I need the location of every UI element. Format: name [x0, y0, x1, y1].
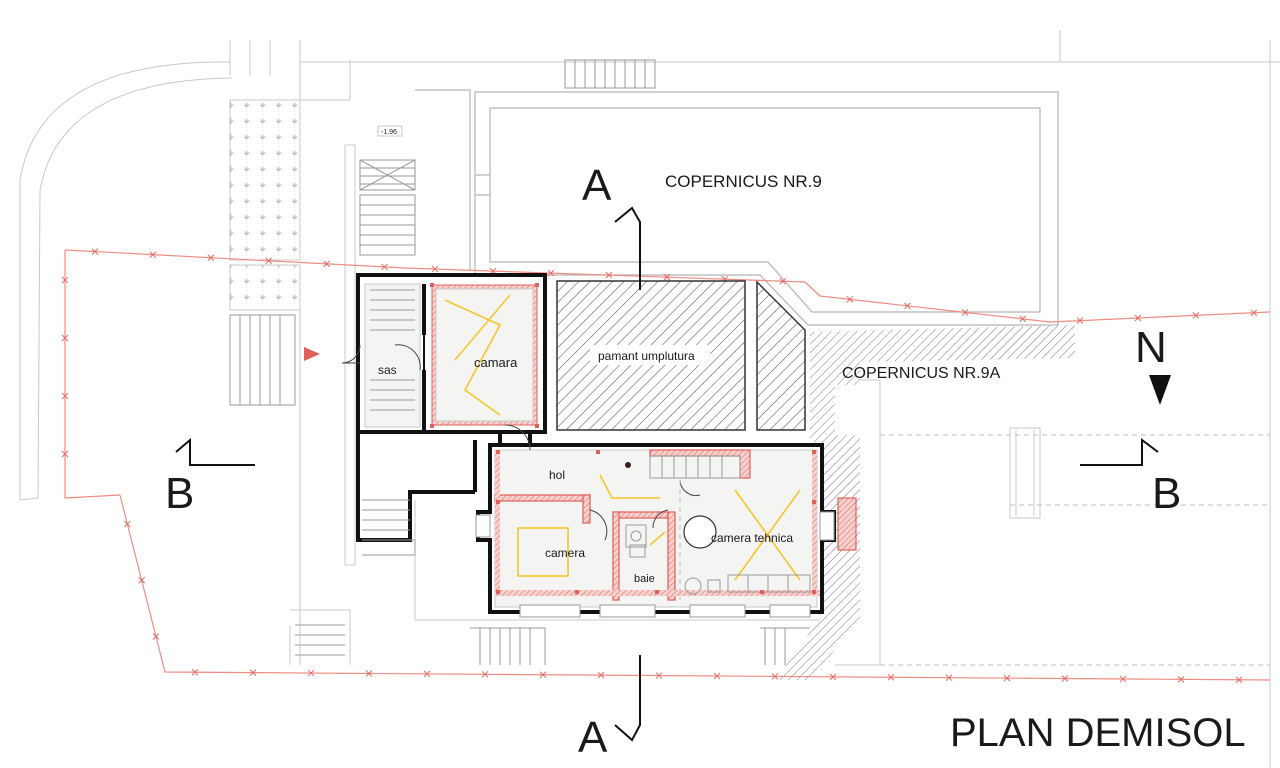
north-arrow: N	[1135, 323, 1171, 405]
boundary-x-mark	[1003, 674, 1011, 682]
boundary-x-mark	[138, 576, 146, 584]
section-b-label-right: B	[1152, 469, 1181, 518]
section-a-label-bottom: A	[578, 713, 608, 762]
boundary-x-mark	[61, 334, 69, 342]
boundary-x-mark	[1235, 676, 1243, 684]
boundary-x-mark	[597, 671, 605, 679]
section-b-left: B	[165, 437, 255, 518]
section-a-label-top: A	[582, 161, 612, 210]
sas-stair	[370, 289, 415, 411]
stair-hol	[625, 449, 751, 479]
context-lines: -1.96	[19, 30, 1280, 768]
room-label-fill: pamant umplutura	[598, 349, 695, 363]
section-b-label-left: B	[165, 469, 194, 518]
boundary-x-mark	[365, 670, 373, 677]
property-boundary	[61, 248, 1271, 684]
boundary-x-mark	[771, 673, 779, 680]
stair-top	[564, 59, 656, 89]
boundary-x-mark	[61, 450, 69, 458]
boundary-x-mark	[663, 273, 671, 281]
level-mark: -1.96	[381, 129, 397, 136]
upper-left-block: camara sas	[341, 273, 547, 434]
boundary-x-mark	[1177, 676, 1185, 683]
boundary-x-mark	[152, 633, 160, 640]
fill-areas: pamant umplutura	[556, 280, 806, 431]
boundary-x-mark	[191, 668, 199, 676]
neighbor-9a-wall: COPERNICUS NR.9A	[775, 325, 1075, 680]
boundary-x-mark	[539, 671, 547, 679]
boundary-x-mark	[829, 673, 837, 681]
boundary-x-mark	[846, 296, 854, 303]
boundary-x-mark	[1192, 312, 1200, 319]
room-label-hol: hol	[549, 468, 565, 482]
boundary-x-mark	[481, 670, 489, 678]
boundary-x-mark	[149, 251, 157, 259]
plan-title: PLAN DEMISOL	[950, 711, 1246, 755]
boundary-x-mark	[1134, 314, 1142, 322]
boundary-x-mark	[307, 669, 315, 677]
boundary-x-mark	[207, 254, 215, 262]
north-label: N	[1135, 323, 1167, 372]
stair-left-top	[359, 159, 416, 256]
boundary-x-mark	[1119, 675, 1127, 683]
room-label-camera-tehnica: camera tehnica	[711, 531, 793, 545]
room-label-camera: camera	[545, 546, 585, 560]
lower-left-structure	[356, 432, 477, 556]
section-a-bottom: A	[578, 655, 641, 762]
boundary-x-mark	[1076, 317, 1084, 324]
main-house: hol camera baie camera tehnica	[475, 424, 857, 618]
windows	[475, 511, 835, 618]
boundary-x-mark	[1061, 675, 1069, 682]
section-a-top: A	[582, 161, 641, 290]
boundary-x-mark	[249, 669, 257, 676]
boundary-x-mark	[713, 672, 721, 680]
north-arrow-icon	[1149, 375, 1171, 405]
boundary-x-mark	[124, 520, 131, 528]
boundary-x-mark	[945, 674, 953, 682]
boundary-x-mark	[779, 277, 787, 285]
room-label-baie: baie	[634, 573, 655, 585]
boundary-x-mark	[91, 248, 99, 255]
boundary-x-mark	[61, 392, 69, 400]
entry-arrow-icon	[304, 347, 320, 361]
boundary-x-mark	[655, 672, 663, 679]
section-b-right: B	[1080, 438, 1181, 518]
boundary-x-mark	[904, 302, 911, 310]
boundary-x-mark	[381, 263, 388, 271]
room-label-sas: sas	[378, 363, 397, 377]
boundary-x-mark	[1019, 315, 1027, 323]
building-copernicus-9: COPERNICUS NR.9	[474, 91, 1059, 326]
room-label-camara: camara	[474, 355, 518, 370]
boundary-x-mark	[961, 309, 969, 316]
boundary-x-mark	[323, 260, 330, 268]
boundary-x-mark	[431, 265, 439, 273]
boundary-x-mark	[61, 276, 69, 284]
boundary-x-mark	[605, 271, 613, 279]
boundary-x-mark	[547, 269, 555, 277]
boundary-x-mark	[887, 673, 895, 681]
outer-stair	[229, 314, 296, 406]
boundary-x-mark	[1250, 309, 1258, 317]
boundary-x-mark	[423, 670, 431, 678]
label-copernicus-9a: COPERNICUS NR.9A	[842, 365, 1001, 382]
label-copernicus-9: COPERNICUS NR.9	[665, 172, 822, 191]
boundary-x-mark	[265, 257, 273, 265]
